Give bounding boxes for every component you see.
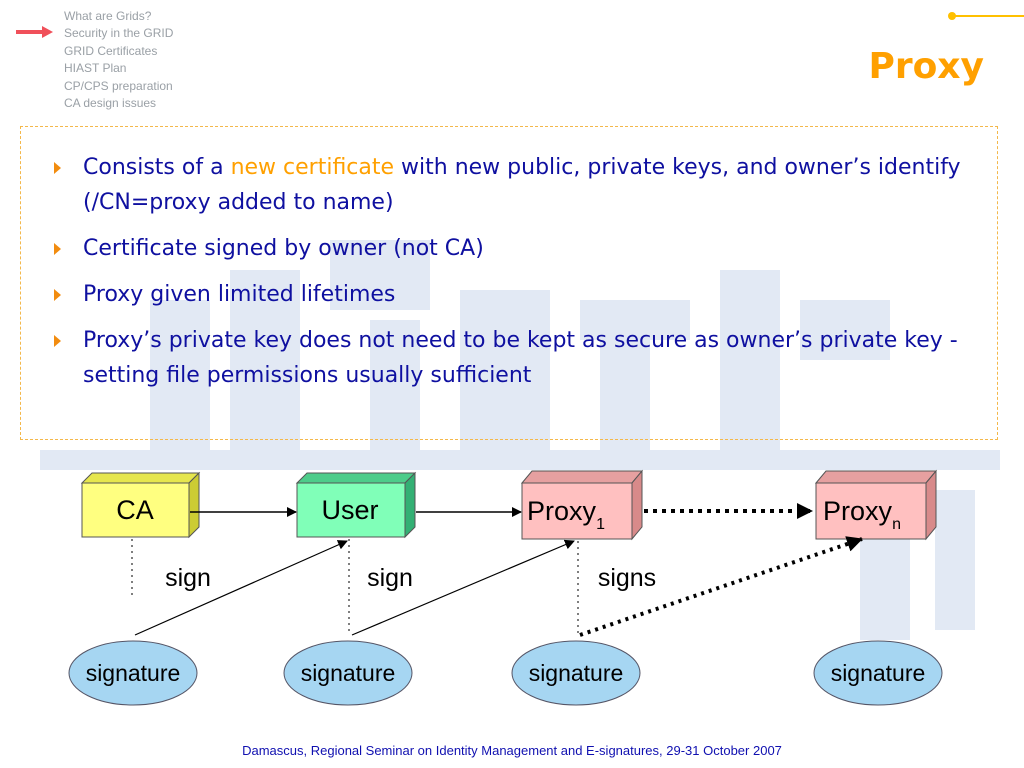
signature-label: signature: [301, 660, 396, 686]
header-decoration: [948, 12, 1024, 20]
sign-label: sign: [367, 564, 413, 592]
signature-ellipse: signature: [283, 640, 413, 706]
sign-label: signs: [598, 564, 656, 592]
nav-item[interactable]: CA design issues: [64, 96, 157, 111]
arrow-signature-to-proxyn: [579, 536, 863, 637]
signature-ellipse: signature: [68, 640, 198, 706]
proxyn-box: Proxyn: [814, 469, 938, 541]
nav-item[interactable]: CP/CPS preparation: [64, 78, 173, 93]
bullet-item: Proxy given limited lifetimes: [50, 277, 970, 312]
nav-item[interactable]: HIAST Plan: [64, 61, 127, 76]
footer-text: Damascus, Regional Seminar on Identity M…: [242, 743, 782, 758]
arrow-signature-to-user: [134, 540, 348, 636]
bullet-triangle-icon: [54, 243, 61, 255]
bullet-text: Proxy’s private key does not need to be …: [83, 328, 958, 388]
section-nav: What are Grids? Security in the GRID GRI…: [64, 8, 173, 112]
arrow-signature-to-proxy1: [351, 539, 575, 636]
bullet-item: Certificate signed by owner (not CA): [50, 231, 970, 266]
nav-item[interactable]: GRID Certificates: [64, 43, 158, 58]
signature-label: signature: [86, 660, 181, 686]
signature-label: signature: [529, 660, 624, 686]
signature-ellipse: signature: [813, 640, 943, 706]
bullet-text: Consists of a: [83, 155, 231, 180]
bullet-triangle-icon: [54, 289, 61, 301]
user-box-label: User: [321, 495, 378, 525]
ca-box: CA: [80, 471, 201, 539]
signature-label: signature: [831, 660, 926, 686]
signature-ellipse: signature: [511, 640, 641, 706]
proxy1-box: Proxy1: [520, 469, 644, 541]
bullet-list: Consists of a new certificate with new p…: [50, 150, 970, 404]
proxy1-box-label: Proxy1: [527, 496, 605, 533]
nav-item[interactable]: What are Grids?: [64, 9, 152, 23]
nav-item-active[interactable]: Security in the GRID: [64, 26, 174, 41]
current-section-arrow-icon: [16, 26, 53, 38]
ca-box-label: CA: [116, 495, 154, 525]
user-box: User: [295, 471, 417, 539]
bullet-triangle-icon: [54, 162, 61, 174]
bullet-triangle-icon: [54, 335, 61, 347]
bullet-item: Proxy’s private key does not need to be …: [50, 323, 970, 393]
bullet-text: Certificate signed by owner (not CA): [83, 236, 484, 261]
bullet-text: with new public, private keys, and owner…: [83, 155, 961, 215]
bullet-item: Consists of a new certificate with new p…: [50, 150, 970, 220]
proxyn-box-label: Proxyn: [823, 496, 901, 533]
bullet-text: Proxy given limited lifetimes: [83, 282, 396, 307]
sign-label: sign: [165, 564, 211, 592]
bullet-highlight: new certificate: [230, 155, 395, 180]
slide-title: Proxy: [868, 46, 984, 87]
content-frame: [20, 126, 998, 440]
proxy-chain-diagram: CA User Proxy1 Proxyn sign sign signs: [68, 469, 943, 706]
